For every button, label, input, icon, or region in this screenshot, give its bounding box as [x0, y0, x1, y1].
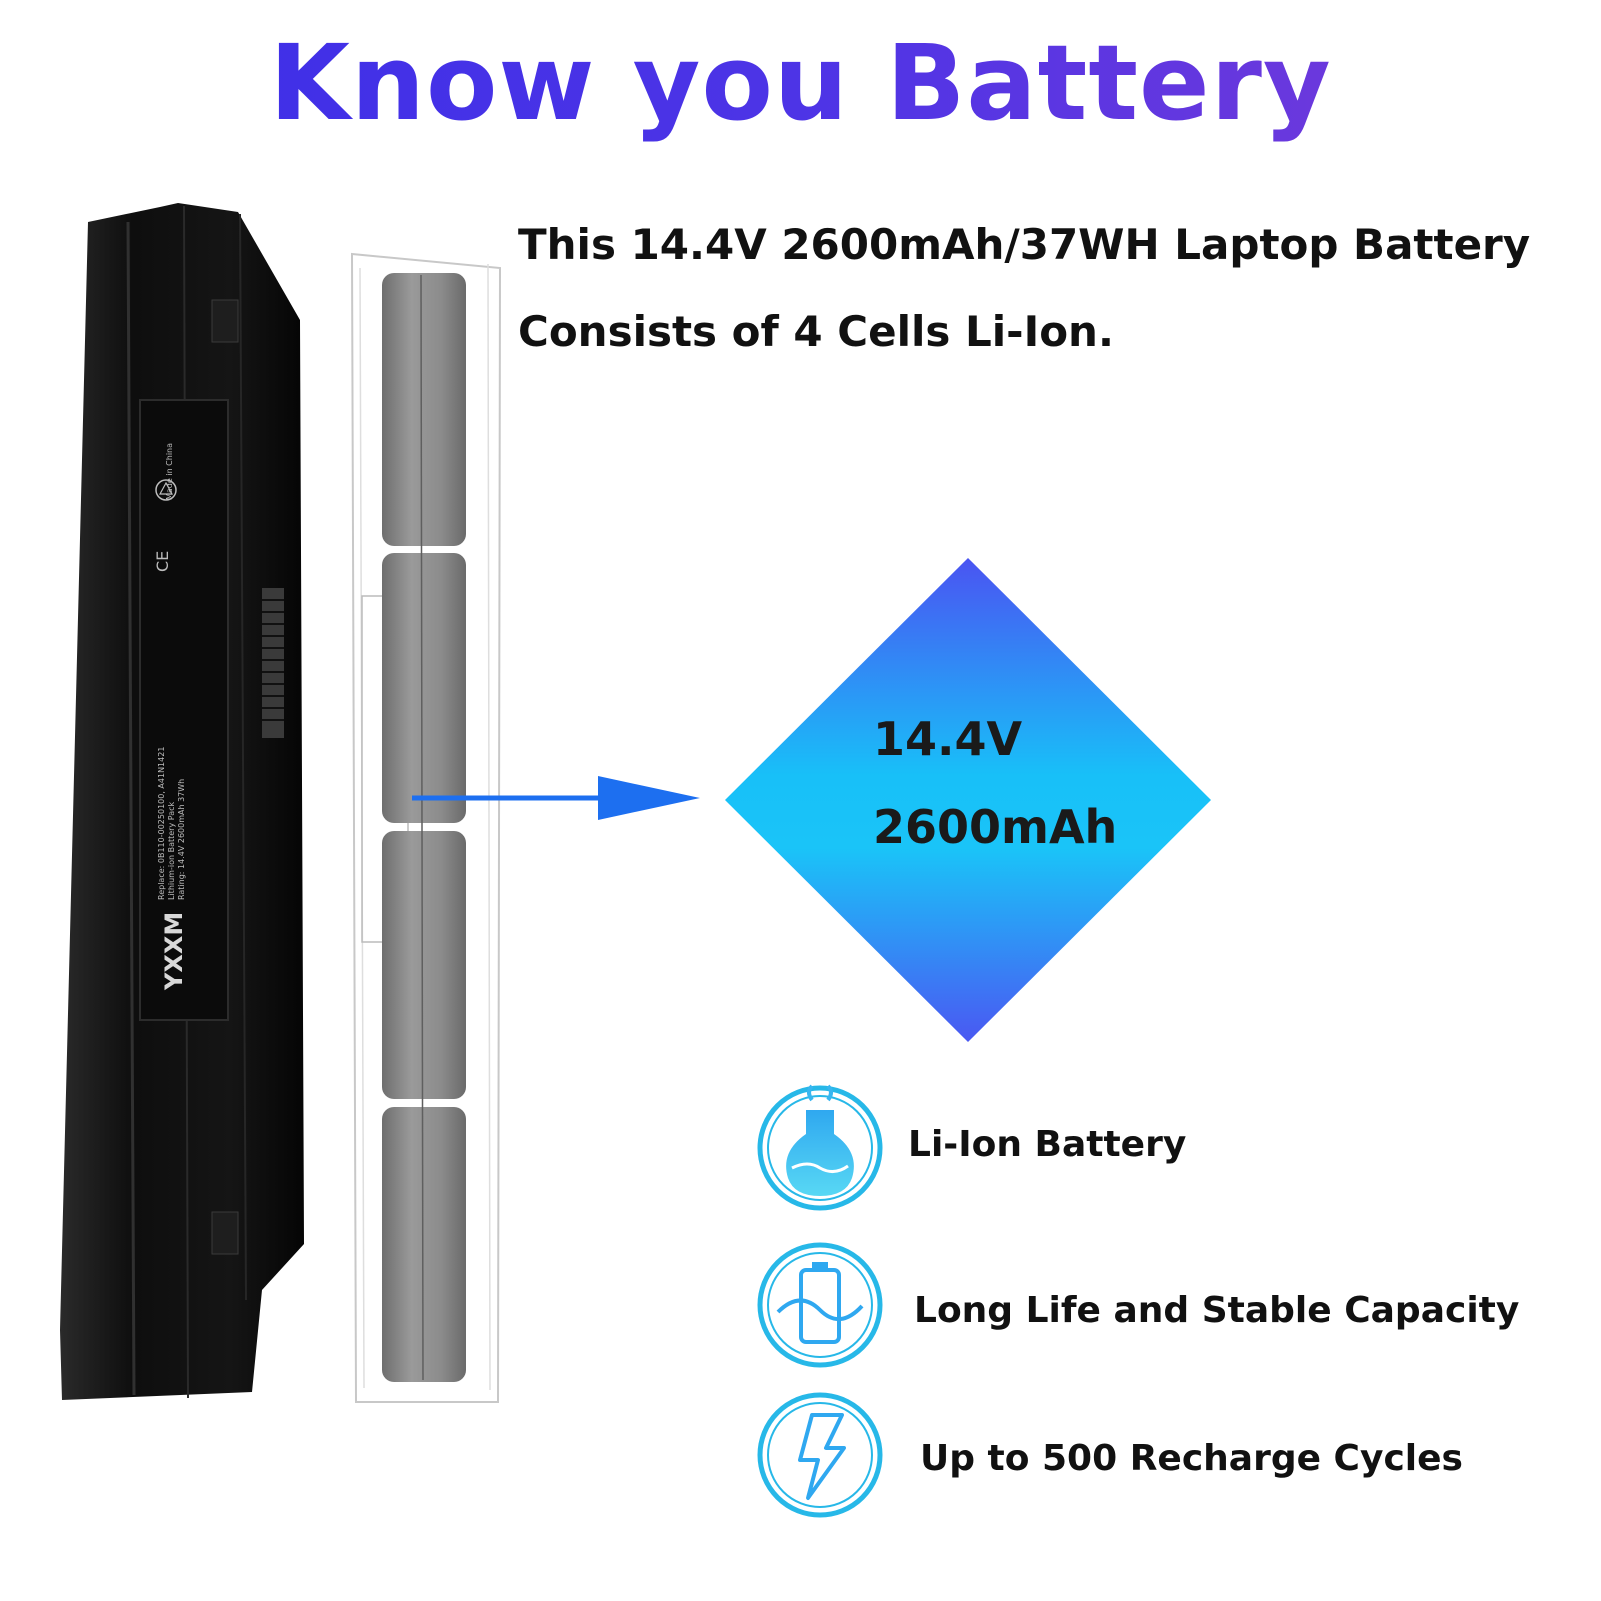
feature-label-liion: Li-Ion Battery: [908, 1124, 1187, 1165]
cell-pack-image: [350, 252, 502, 1403]
battery-brand: YXXM: [160, 912, 188, 991]
lightning-icon: [757, 1392, 883, 1518]
feature-label-long-life: Long Life and Stable Capacity: [914, 1290, 1520, 1331]
recycle-icon: [155, 479, 177, 501]
battery-cell-1: [382, 273, 466, 546]
intro-line-1: This 14.4V 2600mAh/37WH Laptop Battery: [518, 220, 1531, 269]
battery-rating-text: Rating: 14.4V 2600mAh 37Wh: [177, 779, 186, 900]
battery-cell-3: [382, 831, 466, 1099]
feature-label-recharge: Up to 500 Recharge Cycles: [920, 1438, 1463, 1479]
spec-voltage: 14.4V: [873, 712, 1023, 766]
laptop-battery-image: YXXM Replace: 0B110-00250100, A41N1421 L…: [60, 203, 304, 1400]
pointer-arrow: [412, 776, 700, 820]
battery-type-text: Lithium-ion Battery Pack: [167, 801, 176, 900]
battery-cell-2: [382, 553, 466, 823]
ce-mark-icon: CE: [153, 551, 172, 572]
battery-origin-text: Made in China: [165, 443, 174, 500]
battery-cell-4: [382, 1107, 466, 1382]
intro-line-2: Consists of 4 Cells Li-Ion.: [518, 307, 1114, 356]
spec-diamond: [725, 558, 1211, 1042]
spec-capacity: 2600mAh: [873, 800, 1118, 854]
flask-icon: [757, 1084, 883, 1211]
battery-replace-text: Replace: 0B110-00250100, A41N1421: [157, 747, 166, 900]
page-headline: Know you Battery: [0, 18, 1601, 148]
battery-wave-icon: [757, 1242, 883, 1368]
